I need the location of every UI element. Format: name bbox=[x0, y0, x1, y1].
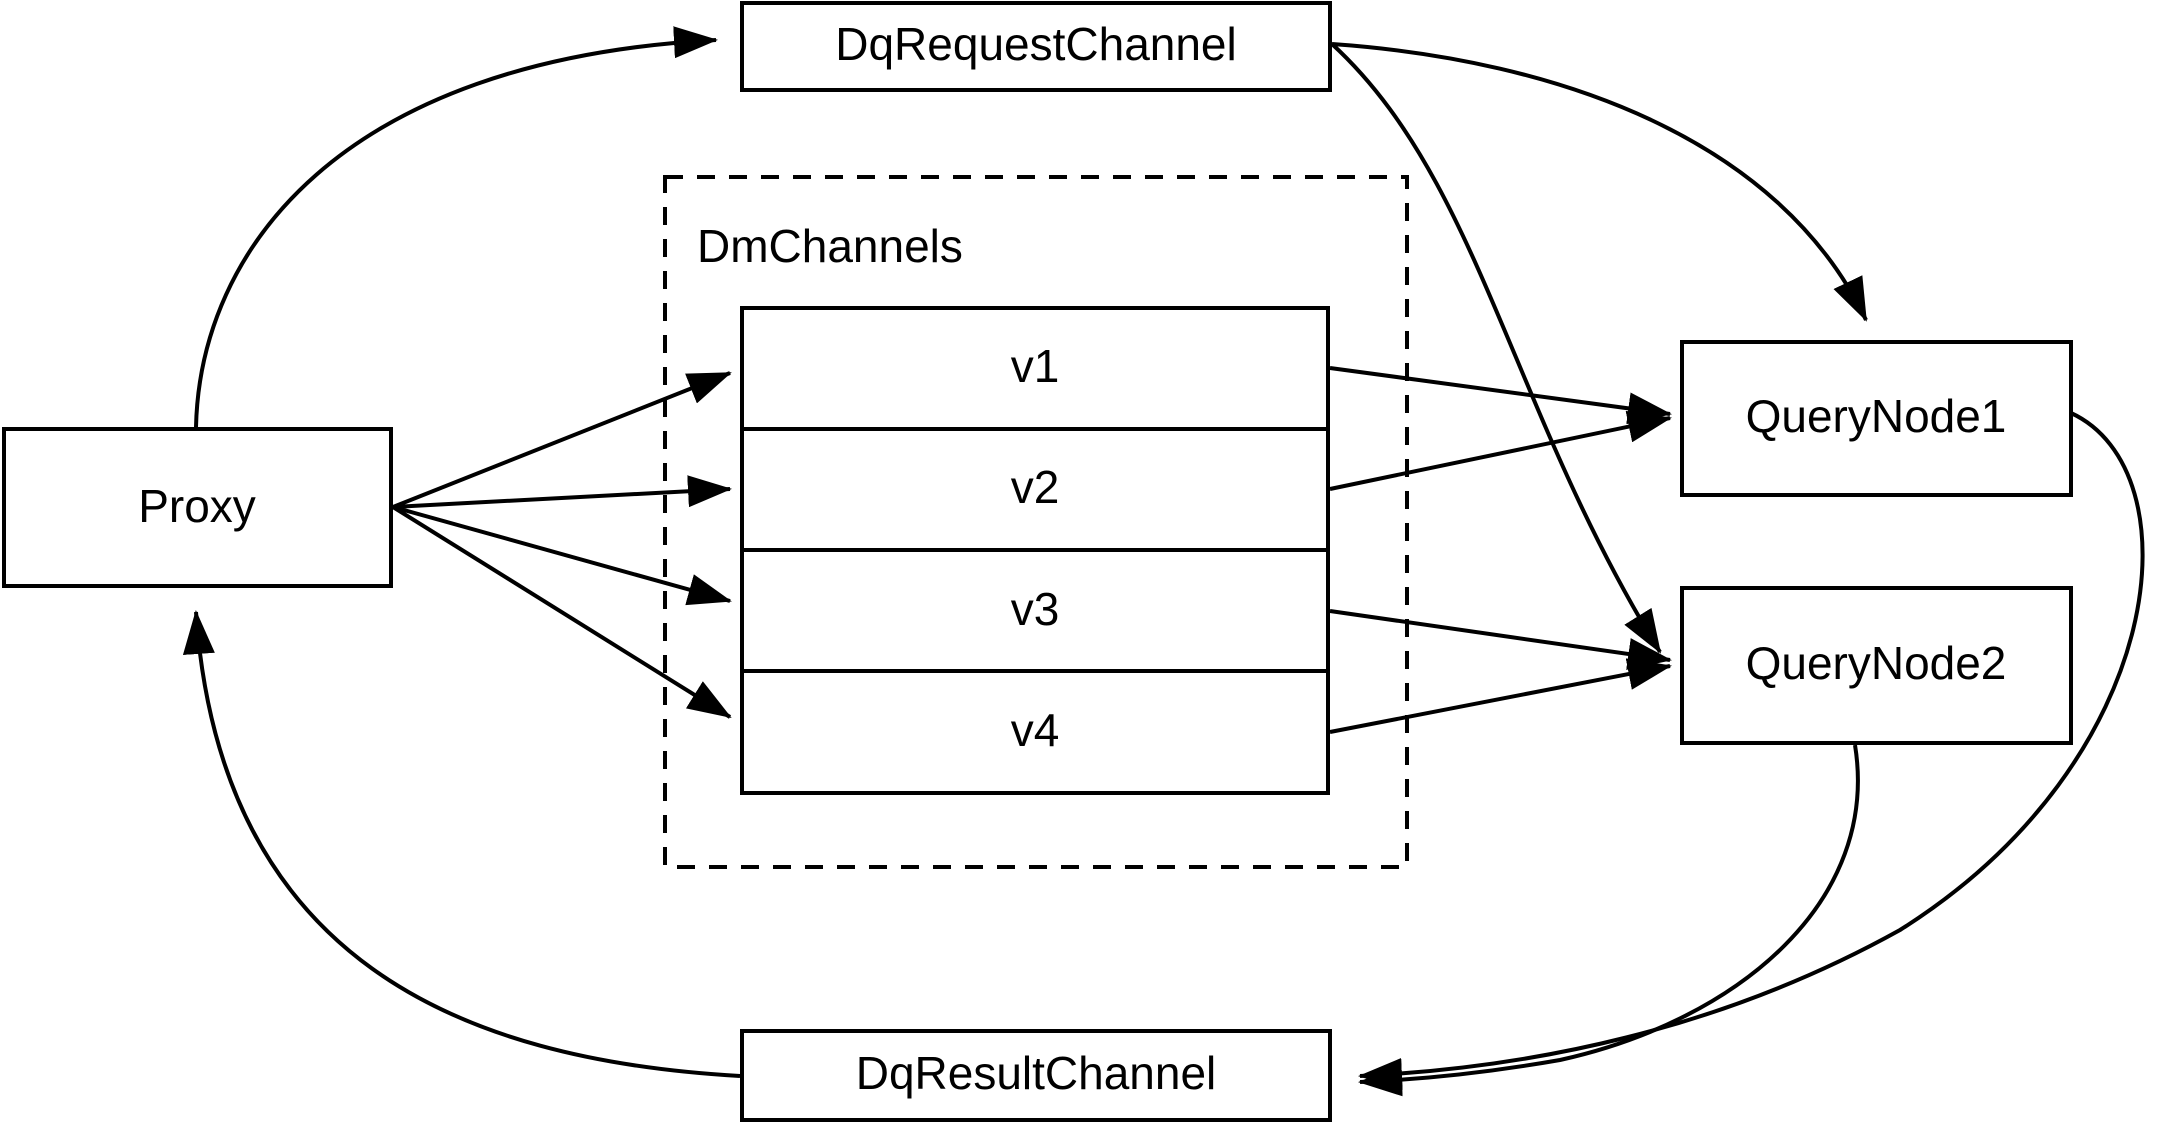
dq-request-channel-label: DqRequestChannel bbox=[835, 18, 1237, 70]
node-proxy[interactable]: Proxy bbox=[2, 427, 393, 588]
edge-proxy-to-v2 bbox=[392, 475, 732, 509]
query-node-1-label: QueryNode1 bbox=[1746, 390, 2007, 442]
edge-proxy-to-v3 bbox=[392, 505, 732, 606]
edge-query-node-2-to-dq-result-channel bbox=[1358, 744, 1860, 1097]
node-query-node-1[interactable]: QueryNode1 bbox=[1680, 340, 2073, 497]
dq-result-channel-box[interactable] bbox=[740, 1029, 1332, 1122]
query-node-2-label: QueryNode2 bbox=[1746, 637, 2007, 689]
edge-dq-result-channel-to-proxy bbox=[182, 610, 741, 1078]
node-dq-request-channel[interactable]: DqRequestChannel bbox=[740, 1, 1332, 92]
dm-channel-table: v1 v2 v3 v4 bbox=[740, 306, 1330, 795]
dm-channels-label: DmChannels bbox=[697, 220, 963, 272]
edge-dq-request-channel-to-query-node-1 bbox=[1331, 42, 1868, 322]
channel-row-v2[interactable]: v2 bbox=[1011, 461, 1060, 513]
edge-query-node-1-to-dq-result-channel bbox=[1358, 411, 2145, 1091]
channel-row-v1[interactable]: v1 bbox=[1011, 340, 1060, 392]
dm-channels-border bbox=[663, 175, 1409, 869]
edge-proxy-to-v4 bbox=[391, 505, 732, 719]
dq-request-channel-box[interactable] bbox=[740, 1, 1332, 92]
dq-result-channel-label: DqResultChannel bbox=[856, 1047, 1217, 1099]
edge-proxy-to-dq-request-channel bbox=[194, 26, 718, 428]
channel-row-v4[interactable]: v4 bbox=[1011, 704, 1060, 756]
edge-dq-request-channel-to-query-node-2 bbox=[1330, 42, 1662, 654]
query-node-1-box[interactable] bbox=[1680, 340, 2073, 497]
proxy-label: Proxy bbox=[138, 480, 256, 532]
proxy-box[interactable] bbox=[2, 427, 393, 588]
edge-proxy-to-v1 bbox=[392, 371, 732, 509]
channel-row-v3[interactable]: v3 bbox=[1011, 583, 1060, 635]
edge-v4-to-query-node-2 bbox=[1329, 658, 1672, 734]
edge-v2-to-query-node-1 bbox=[1329, 410, 1672, 491]
query-node-2-box[interactable] bbox=[1680, 586, 2073, 745]
edge-v3-to-query-node-2 bbox=[1329, 609, 1672, 670]
node-dq-result-channel[interactable]: DqResultChannel bbox=[740, 1029, 1332, 1122]
dm-channels-group: DmChannels bbox=[663, 175, 1409, 869]
node-query-node-2[interactable]: QueryNode2 bbox=[1680, 586, 2073, 745]
edge-v1-to-query-node-1 bbox=[1329, 366, 1672, 425]
